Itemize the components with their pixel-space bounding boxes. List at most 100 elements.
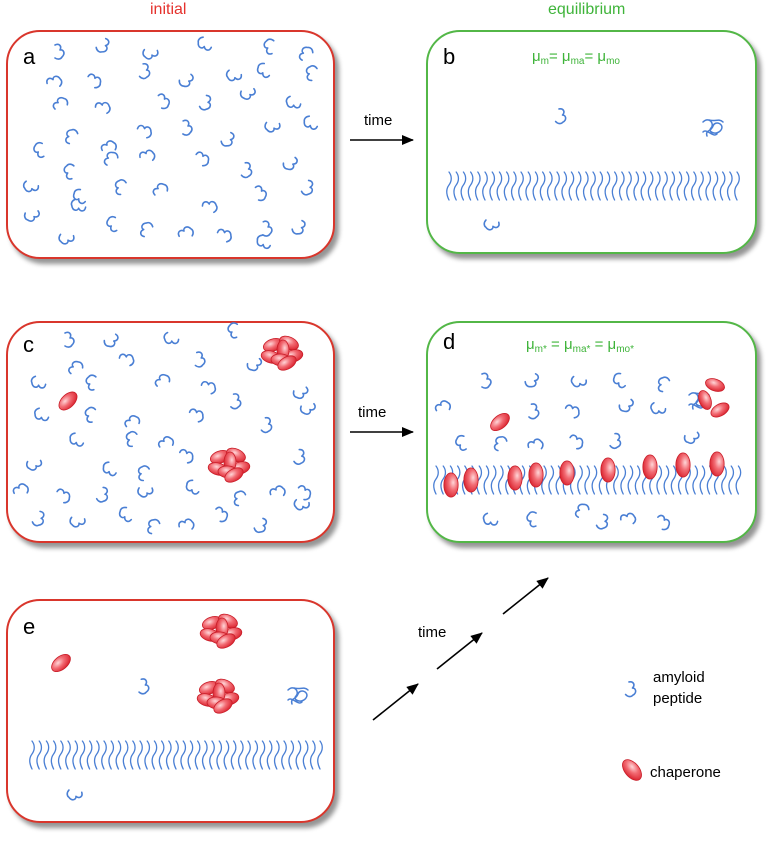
fibril-strand — [50, 740, 57, 770]
fibril-strand — [647, 171, 654, 201]
amyloid-peptide-icon — [55, 485, 73, 505]
amyloid-peptide-icon — [648, 401, 667, 418]
fibril-strand — [590, 171, 596, 201]
amyloid-peptide-icon — [143, 516, 162, 535]
fibril-strand — [281, 740, 287, 770]
fibril-strand — [86, 740, 93, 770]
amyloid-peptide-icon — [527, 402, 542, 421]
equation-b: μm= μma= μmo — [532, 48, 620, 67]
amyloid-peptide-icon — [300, 179, 318, 198]
amyloid-peptide-icon — [64, 331, 75, 348]
fibril-strand — [503, 171, 510, 201]
header-initial: initial — [150, 1, 187, 18]
fibril-strand — [273, 740, 280, 770]
amyloid-peptide-icon — [216, 225, 235, 244]
fibril-strand — [72, 740, 79, 770]
fibril-strand — [683, 171, 690, 201]
legend-peptide-line1: amyloid — [653, 669, 705, 686]
amyloid-peptide-icon — [45, 73, 64, 88]
amyloid-peptide-icon — [482, 219, 501, 232]
fibril-strand — [317, 740, 323, 770]
amyloid-peptide-icon — [656, 512, 672, 532]
fibril-strand — [36, 740, 43, 770]
fibril-strand — [539, 171, 546, 201]
amyloid-peptide-icon — [111, 177, 128, 196]
time-arrow-ed-2 — [436, 632, 483, 670]
amyloid-peptide-icon — [229, 392, 244, 411]
amyloid-peptide-icon — [66, 431, 85, 451]
amyloid-peptide-icon — [194, 351, 207, 369]
amyloid-peptide-icon — [610, 371, 627, 391]
fibril-strand — [57, 740, 64, 770]
amyloid-peptide-icon — [201, 197, 220, 214]
fibril-bound-chaperone — [443, 472, 459, 498]
amyloid-peptide-icon — [300, 114, 319, 134]
amyloid-peptide-icon — [295, 43, 315, 62]
amyloid-peptide-icon — [523, 372, 543, 391]
fibril-strand — [165, 740, 172, 770]
fibril-strand — [151, 740, 158, 770]
fibril-strand — [698, 171, 704, 201]
fibril-strand — [230, 740, 237, 770]
fibril-strand — [237, 740, 244, 770]
amyloid-peptide-icon — [94, 37, 114, 56]
fibril-strand — [467, 171, 474, 201]
fibril-strand — [245, 740, 251, 770]
fibril-strand — [29, 740, 35, 770]
fibril-strand — [497, 465, 504, 495]
fibril-strand — [173, 740, 179, 770]
fibril-strand — [656, 465, 663, 495]
fibril-strand — [734, 171, 740, 201]
fibril-strand — [525, 171, 532, 201]
amyloid-peptide-icon — [619, 510, 638, 525]
panel-b-box — [426, 30, 757, 254]
fibril-strand — [662, 171, 668, 201]
fibril-strand — [137, 740, 143, 770]
legend-peptide-icon — [624, 680, 639, 699]
amyloid-peptide-icon — [102, 333, 122, 350]
fibril-strand — [735, 465, 742, 495]
chaperone-icon — [705, 378, 725, 392]
panel-label-a: a — [23, 44, 36, 69]
fibril-strand — [474, 171, 481, 201]
amyloid-peptide-icon — [177, 73, 197, 90]
amyloid-peptide-icon — [254, 61, 271, 81]
chaperone-cluster — [260, 335, 304, 371]
chaperone-icon — [224, 467, 244, 483]
amyloid-fibril — [29, 740, 323, 770]
fibril-strand — [640, 171, 647, 201]
fibril-strand — [575, 171, 582, 201]
fibril-strand — [692, 465, 699, 495]
amyloid-peptide-icon — [434, 399, 452, 412]
fibril-strand — [129, 740, 136, 770]
amyloid-peptide-icon — [608, 432, 625, 451]
amyloid-peptide-icon — [260, 416, 275, 435]
fibril-strand — [712, 171, 719, 201]
fibril-bound-chaperone — [559, 460, 575, 486]
time-label-ab: time — [364, 112, 393, 129]
fibril-strand — [705, 171, 712, 201]
amyloid-fibril — [446, 171, 740, 201]
amyloid-peptide-icon — [194, 35, 213, 55]
fibril-strand — [633, 171, 640, 201]
amyloid-peptide-icon — [252, 517, 271, 536]
time-label-cd: time — [358, 404, 387, 421]
eq-b-mo: mo — [606, 56, 620, 67]
fibril-strand — [518, 171, 524, 201]
chaperone-icon — [277, 355, 297, 371]
fibril-strand — [568, 171, 575, 201]
amyloid-peptide-icon — [116, 505, 133, 525]
amyloid-peptide-icon — [200, 377, 219, 396]
amyloid-peptide-icon — [261, 220, 273, 238]
fibril-strand — [597, 171, 604, 201]
fibril-strand — [532, 171, 539, 201]
amyloid-peptide-icon — [23, 209, 42, 223]
fibril-bound-chaperone — [507, 465, 523, 491]
equation-d: μm* = μma* = μmo* — [526, 336, 634, 355]
amyloid-peptide-icon — [157, 435, 175, 448]
time-label-ed: time — [418, 624, 447, 641]
fibril-strand — [496, 171, 503, 201]
panel-label-c: c — [23, 332, 34, 357]
amyloid-peptide-icon — [70, 187, 87, 207]
amyloid-peptide-icon — [569, 375, 588, 390]
